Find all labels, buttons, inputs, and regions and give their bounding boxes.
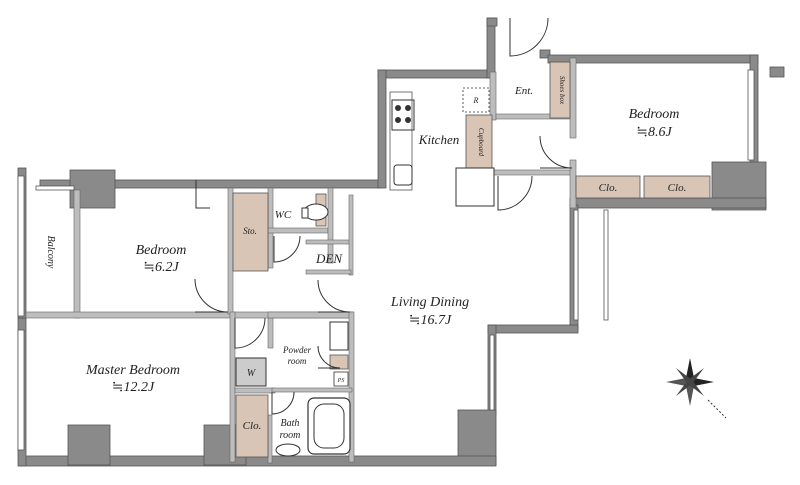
- master-bedroom-door: [234, 317, 266, 349]
- bath-room-label-line: room: [280, 430, 301, 441]
- closet-east-2-label: Clo.: [668, 182, 687, 194]
- burner-icon: [395, 105, 401, 111]
- window: [489, 334, 495, 411]
- window: [17, 329, 25, 451]
- closet-hinge: [195, 180, 210, 209]
- wc-label: WC: [275, 209, 292, 221]
- storage-label: Sto.: [243, 226, 257, 236]
- bathtub-icon: [307, 397, 351, 455]
- burner-icon: [405, 117, 411, 123]
- powder-room-label-line: Powder: [282, 345, 311, 355]
- bath-sink-icon: [275, 443, 301, 457]
- window: [747, 69, 755, 161]
- closet-master-label: Clo.: [243, 420, 262, 432]
- toilet-tank-icon: [301, 207, 309, 219]
- storage-west: [232, 192, 269, 272]
- window: [603, 209, 609, 321]
- bathtub-inner: [313, 403, 345, 449]
- window: [573, 209, 579, 321]
- washer-box: [235, 357, 267, 387]
- den-door: [317, 279, 351, 313]
- master-bedroom-area: ≒12.2J: [112, 380, 155, 395]
- shoes-box: [549, 61, 571, 119]
- den-label: DEN: [315, 251, 343, 266]
- bath-door: [271, 391, 295, 415]
- living-dining-area: ≒16.7J: [409, 313, 452, 328]
- powder-door: [317, 345, 341, 369]
- interior-walls: [25, 57, 577, 464]
- east-bedroom-door: [539, 135, 573, 169]
- bedroom-west-name: Bedroom: [136, 243, 187, 258]
- closet-east-1: [575, 175, 641, 199]
- entrance-label: Ent.: [514, 85, 533, 97]
- closet-east-1-label: Clo.: [599, 182, 618, 194]
- washer-label: W: [247, 368, 257, 379]
- powder-vanity: [329, 354, 349, 370]
- stove-icon: [391, 99, 415, 131]
- hall-door: [497, 175, 533, 211]
- balcony-window: [17, 175, 25, 317]
- doors: [194, 17, 573, 415]
- windows: [17, 69, 755, 451]
- window: [35, 185, 75, 191]
- west-bedroom-door: [194, 278, 229, 313]
- bath-room-label-line: Bath: [281, 418, 300, 429]
- burner-icon: [395, 117, 401, 123]
- entrance-door: [509, 17, 549, 57]
- sink-icon: [393, 164, 413, 186]
- powder-sink-icon: [329, 321, 349, 351]
- fixtures: [235, 87, 495, 457]
- bedroom-west-area: ≒6.2J: [143, 260, 179, 275]
- closet-master: [235, 394, 269, 458]
- shoes-box-label: Shoes box: [558, 76, 566, 105]
- exterior-walls: [17, 17, 785, 467]
- master-bedroom-name: Master Bedroom: [85, 363, 180, 378]
- kitchen-label: Kitchen: [418, 132, 459, 147]
- cupboard-label: Cupboard: [477, 128, 485, 157]
- balcony-label: Balcony: [45, 236, 56, 269]
- storage-units: [232, 61, 711, 458]
- closet-east-2: [643, 175, 711, 199]
- bedroom-east-area: ≒8.6J: [636, 125, 672, 140]
- cupboard: [465, 114, 493, 170]
- compass-icon: [666, 358, 727, 419]
- powder-room-label-line: room: [288, 356, 307, 366]
- living-dining-name: Living Dining: [390, 295, 469, 310]
- burner-icon: [405, 105, 411, 111]
- kitchen-island: [455, 167, 495, 207]
- refrigerator-icon: [462, 87, 490, 113]
- refrigerator-label: R: [473, 96, 479, 105]
- bedroom-east-name: Bedroom: [629, 107, 680, 122]
- pipe-space-label: PS: [337, 378, 345, 384]
- room-labels: Bedroom ≒8.6J Bedroom ≒6.2J Master Bedro…: [45, 76, 686, 441]
- kitchen-counter: [389, 91, 413, 191]
- wc-door: [273, 235, 301, 263]
- pipe-space-box: [333, 371, 349, 387]
